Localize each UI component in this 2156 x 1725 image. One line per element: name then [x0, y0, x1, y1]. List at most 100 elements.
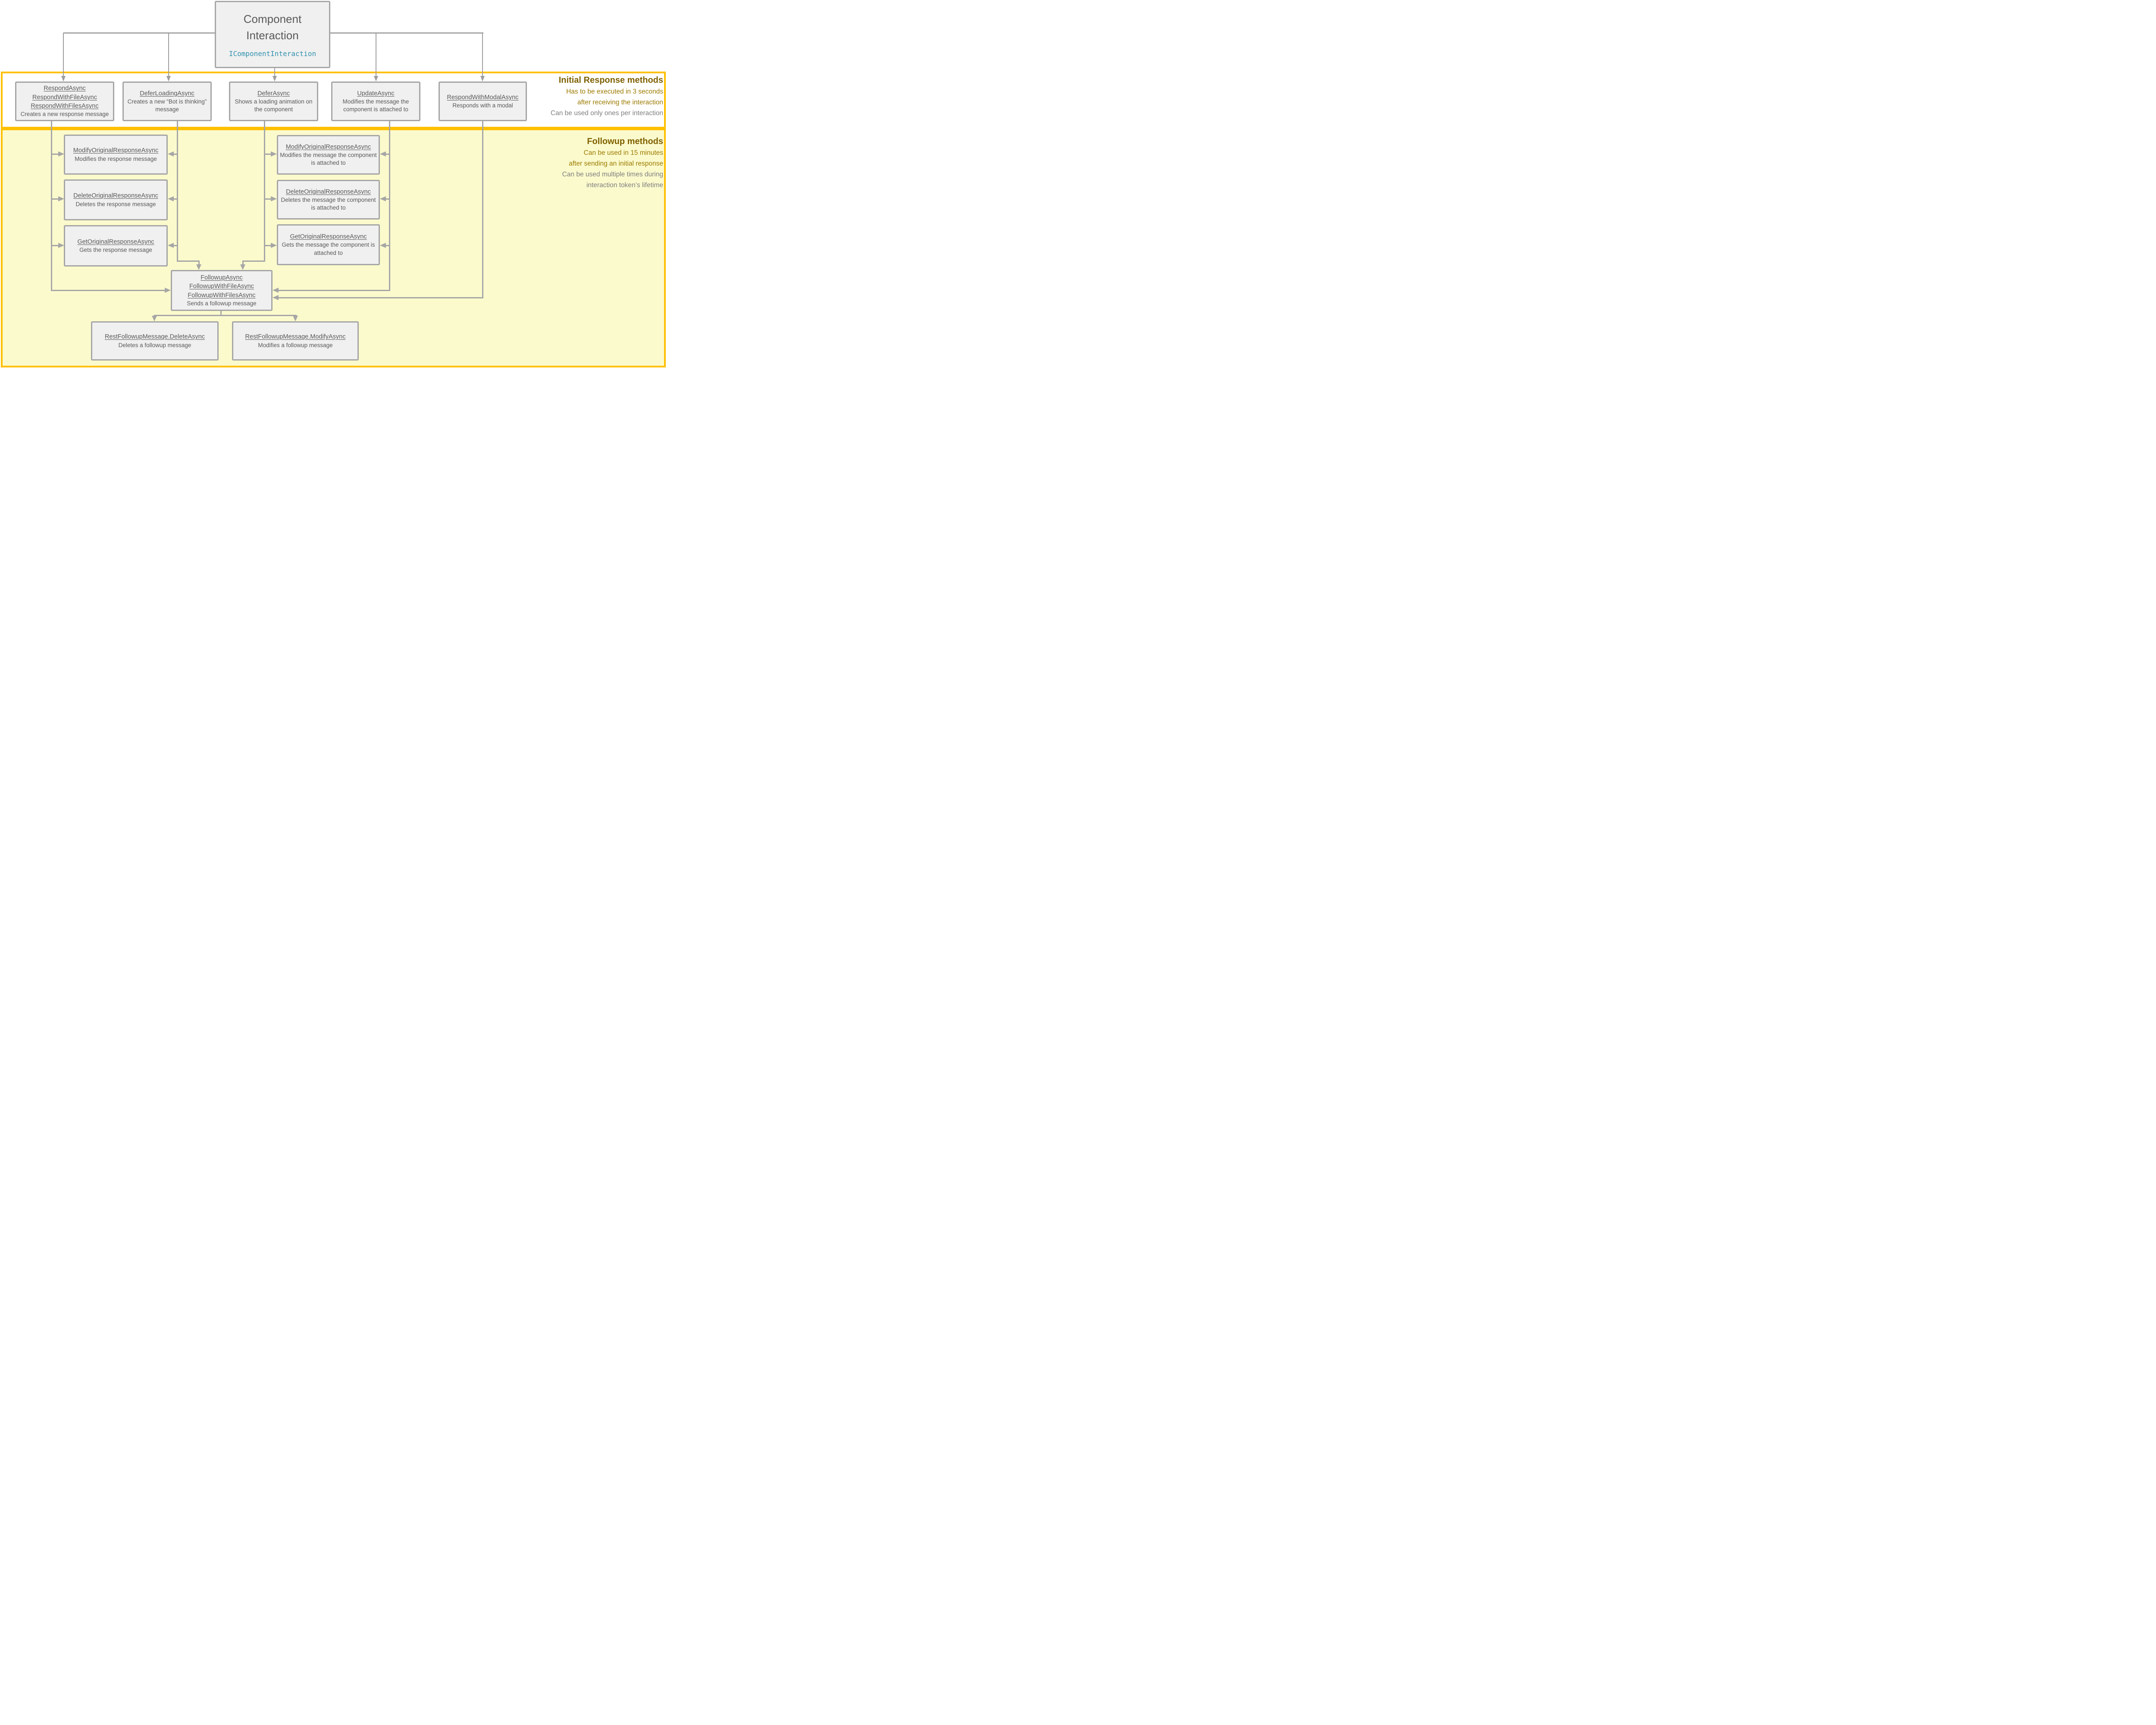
- method-description: Modifies the message the component is at…: [280, 151, 377, 166]
- method-name: DeferLoadingAsync: [140, 90, 194, 97]
- arrowhead-into-deleteoriginal-right: [168, 196, 174, 201]
- method-description: Deletes the response message: [75, 201, 156, 207]
- arrowhead-into-defer-box: [273, 76, 277, 82]
- arrowhead-into-respond-box: [61, 76, 66, 82]
- connector-update-to-followup-horizontal: [279, 290, 390, 291]
- node-delete-original-response: DeleteOriginalResponseAsync Deletes the …: [64, 179, 168, 220]
- node-delete-original-response-attached: DeleteOriginalResponseAsync Deletes the …: [277, 180, 380, 220]
- method-description: Modifies a followup message: [258, 342, 333, 348]
- arrowhead-into-deleteoriginal-left: [58, 196, 64, 201]
- method-name: DeleteOriginalResponseAsync: [73, 192, 158, 200]
- method-description: Deletes a followup message: [118, 342, 191, 348]
- root-interface-name: IComponentInteraction: [229, 50, 317, 58]
- root-title-line1: Component: [243, 12, 302, 25]
- method-description: Gets the response message: [79, 247, 152, 254]
- node-component-interaction: Component Interaction IComponentInteract…: [215, 1, 330, 68]
- arrowhead-into-followup-left: [165, 288, 171, 293]
- method-name: RespondAsync: [44, 85, 86, 92]
- arrowhead-into-modifyoriginal-left: [58, 151, 64, 157]
- followup-section-note: after sending an initial response: [569, 160, 663, 167]
- connector-deferloading-down-vertical: [177, 120, 178, 262]
- branch-update-modify-stub: [385, 154, 390, 155]
- root-title-line2: Interaction: [246, 28, 299, 42]
- arrowhead-into-getoriginal-right: [168, 243, 174, 248]
- method-description: Creates a new “Bot is thinking” message: [127, 98, 207, 113]
- initial-section-note: after receiving the interaction: [577, 99, 663, 106]
- method-name: UpdateAsync: [357, 90, 395, 97]
- node-defer-loading-async: DeferLoadingAsync Creates a new “Bot is …: [122, 82, 212, 121]
- followup-section-note: Can be used in 15 minutes: [583, 149, 663, 157]
- connector-root-to-modal-vertical: [482, 33, 483, 76]
- initial-section-note: Has to be executed in 3 seconds: [566, 88, 663, 95]
- arrowhead-into-attached-delete-right: [380, 196, 386, 201]
- node-rest-followup-modify: RestFollowupMessage.ModifyAsync Modifies…: [232, 321, 359, 361]
- node-get-original-response: GetOriginalResponseAsync Gets the respon…: [64, 225, 168, 267]
- followup-section-note: interaction token’s lifetime: [586, 182, 663, 189]
- method-name: RespondWithFileAsync: [32, 94, 97, 101]
- connector-respond-down-vertical: [51, 120, 52, 291]
- method-description: Gets the message the component is attach…: [282, 242, 375, 256]
- connector-root-to-deferloading-vertical: [168, 33, 169, 76]
- branch-respond-get-stub: [51, 245, 59, 246]
- method-description: Modifies the message the component is at…: [342, 98, 409, 113]
- branch-deferloading-modify-stub: [173, 154, 178, 155]
- method-description: Sends a followup message: [187, 300, 257, 307]
- connector-defer-drop-stub: [242, 260, 244, 265]
- arrowhead-into-modal-box: [480, 76, 485, 82]
- method-name: DeleteOriginalResponseAsync: [286, 188, 371, 195]
- connector-followup-down-stub: [220, 310, 222, 316]
- node-update-async: UpdateAsync Modifies the message the com…: [331, 82, 420, 121]
- connector-modal-down-vertical: [482, 120, 483, 298]
- initial-section-note: Can be used only ones per interaction: [550, 110, 663, 117]
- method-description: Shows a loading animation on the compone…: [235, 98, 313, 113]
- node-respond-async: RespondAsync RespondWithFileAsync Respon…: [15, 82, 114, 121]
- method-name: FollowupWithFileAsync: [189, 283, 254, 290]
- connector-root-to-respond-vertical: [63, 33, 64, 76]
- method-name: RespondWithFilesAsync: [31, 103, 99, 110]
- method-description: Creates a new response message: [20, 111, 109, 118]
- branch-deferloading-delete-stub: [173, 198, 178, 200]
- method-name: RestFollowupMessage.DeleteAsync: [104, 333, 205, 341]
- node-rest-followup-delete: RestFollowupMessage.DeleteAsync Deletes …: [91, 321, 219, 361]
- branch-update-delete-stub: [385, 198, 390, 200]
- method-name: FollowupAsync: [201, 274, 243, 281]
- node-respond-with-modal-async: RespondWithModalAsync Responds with a mo…: [439, 82, 527, 121]
- followup-section-heading: Followup methods: [587, 137, 663, 146]
- node-get-original-response-attached: GetOriginalResponseAsync Gets the messag…: [277, 224, 380, 265]
- arrowhead-into-modifyoriginal-right: [168, 151, 174, 157]
- arrowhead-into-attached-modify-right: [380, 151, 386, 157]
- node-modify-original-response: ModifyOriginalResponseAsync Modifies the…: [64, 135, 168, 175]
- arrowhead-into-update-box: [374, 76, 378, 82]
- connector-defer-down-vertical: [264, 120, 265, 262]
- method-name: RestFollowupMessage.ModifyAsync: [245, 333, 346, 341]
- connector-top-right-horizontal: [330, 32, 483, 34]
- followup-section-label: Followup methods Can be used in 15 minut…: [562, 136, 663, 191]
- method-name: ModifyOriginalResponseAsync: [285, 143, 371, 151]
- arrowhead-into-deferloading-box: [166, 76, 171, 82]
- arrowhead-into-rest-delete-box: [152, 316, 157, 321]
- connector-deferloading-turn-horizontal: [177, 260, 200, 262]
- arrowhead-into-followup-right-lower: [273, 295, 279, 300]
- branch-respond-modify-stub: [51, 154, 59, 155]
- arrowhead-into-rest-modify-box: [293, 316, 298, 321]
- arrowhead-into-attached-delete-left: [271, 196, 277, 201]
- node-defer-async: DeferAsync Shows a loading animation on …: [229, 82, 318, 121]
- node-followup-async: FollowupAsync FollowupWithFileAsync Foll…: [171, 270, 273, 311]
- branch-update-get-stub: [385, 245, 390, 246]
- branch-respond-delete-stub: [51, 198, 59, 200]
- arrowhead-into-attached-get-right: [380, 243, 386, 248]
- connector-top-left-horizontal: [63, 32, 215, 34]
- method-description: Modifies the response message: [75, 155, 157, 162]
- connector-update-down-vertical: [389, 120, 390, 291]
- initial-section-heading: Initial Response methods: [558, 75, 663, 85]
- arrowhead-into-followup-right-upper: [273, 288, 279, 293]
- connector-respond-to-followup-horizontal: [51, 290, 165, 291]
- arrowhead-into-attached-modify-left: [271, 151, 277, 157]
- followup-section-note: Can be used multiple times during: [562, 171, 663, 178]
- connector-deferloading-drop-stub: [198, 260, 200, 265]
- branch-defer-delete-stub: [265, 198, 271, 200]
- method-name: FollowupWithFilesAsync: [188, 292, 256, 299]
- method-name: GetOriginalResponseAsync: [77, 238, 154, 245]
- method-description: Responds with a modal: [452, 102, 513, 109]
- connector-root-to-defer-vertical: [274, 67, 275, 76]
